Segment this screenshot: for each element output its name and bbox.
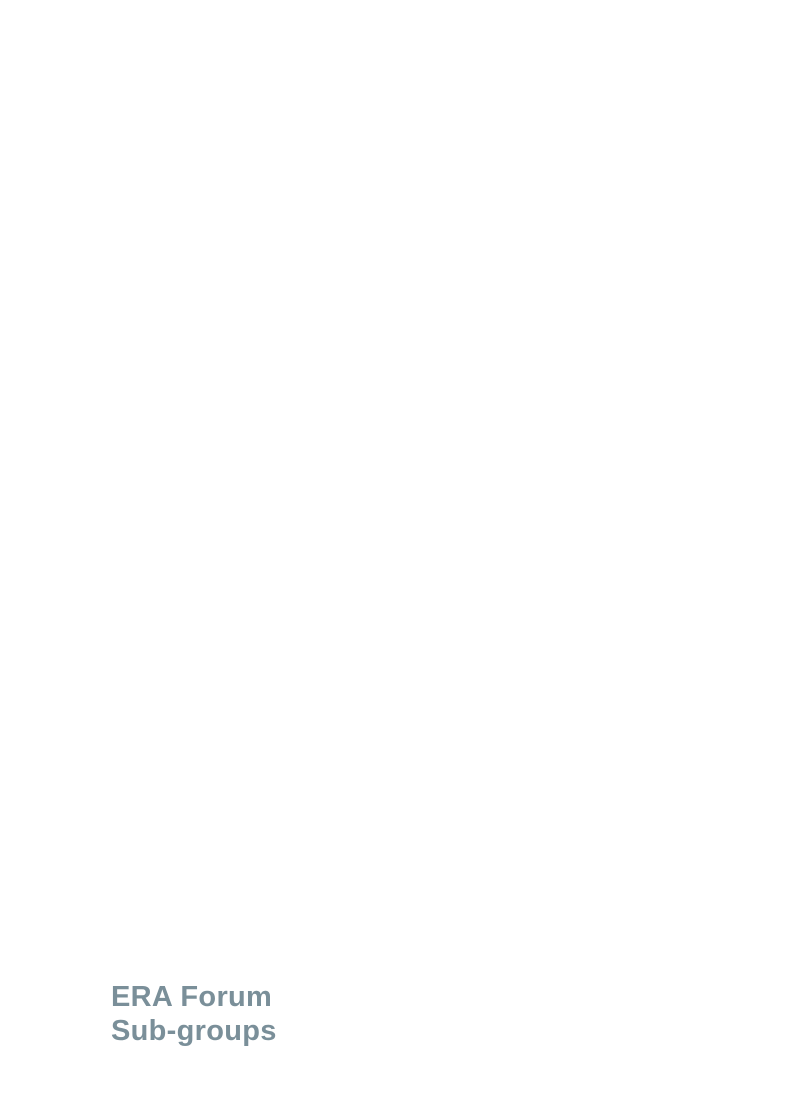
page-title: ERA Forum Sub-groups <box>111 980 277 1048</box>
page-title-line-2: Sub-groups <box>111 1015 277 1047</box>
page-title-line-1: ERA Forum <box>111 981 273 1013</box>
